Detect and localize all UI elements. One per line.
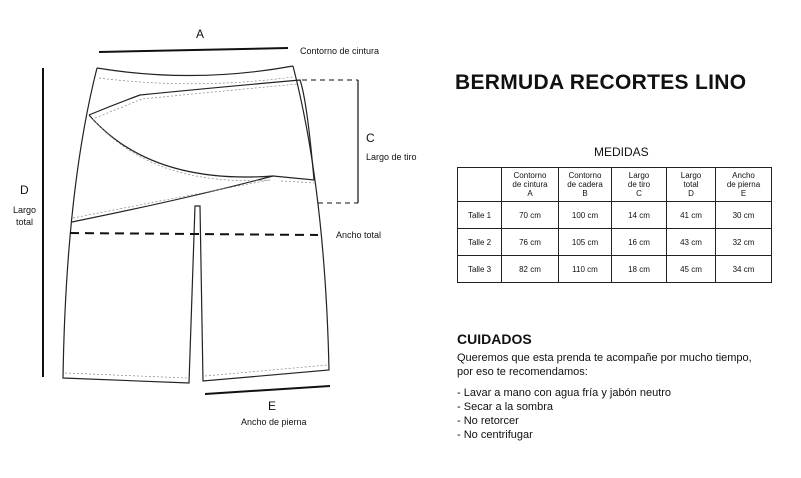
- waist-measure-line: [98, 47, 289, 53]
- value-cell: 30 cm: [715, 201, 772, 229]
- size-cell: Talle 2: [457, 228, 502, 256]
- care-intro: Queremos que esta prenda te acompañe por…: [457, 351, 787, 379]
- total-width-label: Ancho total: [336, 230, 382, 240]
- care-list: Lavar a mano con agua fría y jabón neutr…: [457, 386, 671, 442]
- value-cell: 100 cm: [558, 201, 612, 229]
- yoke-stitching: [72, 179, 271, 219]
- total-length-label-line2: total: [16, 217, 34, 227]
- table-header-corner: [457, 167, 502, 202]
- waistband-stitching: [98, 76, 294, 85]
- yoke-seam: [71, 175, 274, 223]
- side-edge-stitching: [280, 180, 315, 184]
- leg-width-label: Ancho de pierna: [241, 417, 307, 427]
- value-cell: 70 cm: [501, 201, 559, 229]
- value-cell: 18 cm: [611, 255, 667, 283]
- value-cell: 32 cm: [715, 228, 772, 256]
- value-cell: 16 cm: [611, 228, 667, 256]
- value-cell: 43 cm: [666, 228, 716, 256]
- measure-letter-a: A: [196, 27, 205, 41]
- total-width-measure-line: [69, 232, 319, 236]
- table-row: Talle 2 76 cm 105 cm 16 cm 43 cm 32 cm: [457, 228, 772, 256]
- measurements-title: MEDIDAS: [594, 145, 649, 159]
- table-row: Talle 1 70 cm 100 cm 14 cm 41 cm 30 cm: [457, 201, 772, 229]
- list-item: Lavar a mano con agua fría y jabón neutr…: [457, 386, 671, 400]
- value-cell: 82 cm: [501, 255, 559, 283]
- care-title: CUIDADOS: [457, 331, 532, 347]
- value-cell: 41 cm: [666, 201, 716, 229]
- hem-stitching-left: [64, 372, 189, 379]
- value-cell: 14 cm: [611, 201, 667, 229]
- panel-diagonal-stitching: [92, 118, 271, 181]
- leg-width-measure-line: [204, 385, 331, 395]
- table-row: Talle 3 82 cm 110 cm 18 cm 45 cm 34 cm: [457, 255, 772, 283]
- value-cell: 45 cm: [666, 255, 716, 283]
- front-panel-diagonal-seam: [88, 114, 274, 178]
- value-cell: 105 cm: [558, 228, 612, 256]
- front-panel-top-seam: [88, 79, 315, 181]
- total-length-label-line1: Largo: [13, 205, 37, 215]
- measure-letter-d: D: [20, 183, 29, 197]
- size-cell: Talle 3: [457, 255, 502, 283]
- list-item: No retorcer: [457, 414, 671, 428]
- product-title: BERMUDA RECORTES LINO: [455, 71, 747, 94]
- shorts-outline: [62, 65, 330, 384]
- hem-stitching-right: [204, 364, 328, 377]
- waist-label: Contorno de cintura: [300, 46, 380, 56]
- panel-top-stitching: [94, 83, 299, 119]
- waistband-top-line: [96, 65, 294, 77]
- size-cell: Talle 1: [457, 201, 502, 229]
- measure-letter-e: E: [268, 399, 277, 413]
- care-intro-line: por eso te recomendamos:: [457, 366, 588, 378]
- list-item: Secar a la sombra: [457, 400, 671, 414]
- value-cell: 76 cm: [501, 228, 559, 256]
- value-cell: 34 cm: [715, 255, 772, 283]
- list-item: No centrifugar: [457, 428, 671, 442]
- rise-label: Largo de tiro: [366, 152, 417, 162]
- value-cell: 110 cm: [558, 255, 612, 283]
- care-intro-line: Queremos que esta prenda te acompañe por…: [457, 352, 752, 364]
- measure-letter-c: C: [366, 131, 375, 145]
